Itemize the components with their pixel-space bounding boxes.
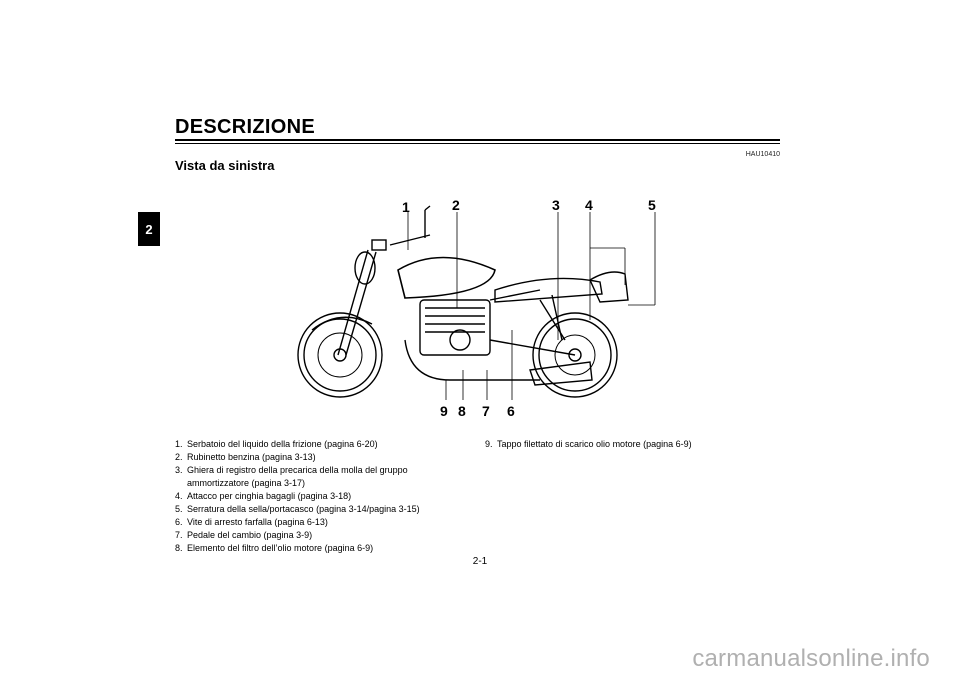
legend-list-left: 1.Serbatoio del liquido della frizione (… <box>175 438 465 555</box>
legend-item-5: 5.Serratura della sella/portacasco (pagi… <box>175 504 420 514</box>
watermark-text: carmanualsonline.info <box>692 645 930 672</box>
legend-item-2: 2.Rubinetto benzina (pagina 3-13) <box>175 452 316 462</box>
legend-list-right: 9.Tappo filettato di scarico olio motore… <box>485 438 785 451</box>
callout-2: 2 <box>452 197 460 213</box>
legend-item-9: 9.Tappo filettato di scarico olio motore… <box>485 439 692 449</box>
callout-7: 7 <box>482 403 490 419</box>
callout-5: 5 <box>648 197 656 213</box>
legend-item-7: 7.Pedale del cambio (pagina 3-9) <box>175 530 313 540</box>
title-rule-thick <box>175 139 780 141</box>
callout-1: 1 <box>402 199 410 215</box>
legend-item-6: 6.Vite di arresto farfalla (pagina 6-13) <box>175 517 328 527</box>
legend-item-8: 8.Elemento del filtro dell’olio motore (… <box>175 543 374 553</box>
document-code: HAU10410 <box>745 151 780 158</box>
callout-9: 9 <box>440 403 448 419</box>
callout-4: 4 <box>585 197 593 213</box>
legend-item-4: 4.Attacco per cinghia bagagli (pagina 3-… <box>175 491 352 501</box>
section-subtitle: Vista da sinistra <box>175 158 275 173</box>
callout-6: 6 <box>507 403 515 419</box>
section-tab: 2 <box>138 212 160 246</box>
page-number: 2-1 <box>472 556 488 567</box>
page-title: DESCRIZIONE <box>175 116 315 138</box>
legend-item-3: 3.Ghiera di registro della precarica del… <box>175 465 408 488</box>
callout-3: 3 <box>552 197 560 213</box>
callout-8: 8 <box>458 403 466 419</box>
title-rule-thin <box>175 143 780 144</box>
motorcycle-illustration: 1 2 3 4 5 9 8 7 6 <box>297 197 656 419</box>
legend-item-1: 1.Serbatoio del liquido della frizione (… <box>175 439 378 449</box>
